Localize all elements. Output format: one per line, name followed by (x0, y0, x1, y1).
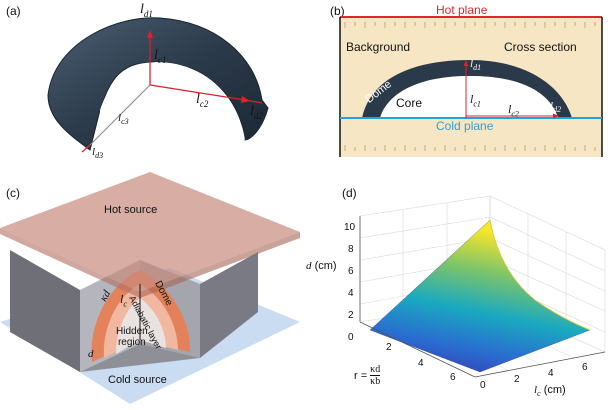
panel-c: (c) Hot source Dome Adiabatic layer κd l… (0, 172, 300, 410)
hot-source-plane (0, 172, 300, 292)
label-ld1-b: ld1 (470, 58, 482, 73)
lc2-arrowhead-b (553, 113, 559, 119)
panel-c-label: (c) (6, 186, 20, 200)
label-lc3: lc3 (118, 112, 129, 127)
hot-plane-label: Hot plane (436, 3, 488, 17)
ld3-tick (81, 144, 91, 153)
label-lc2: lc2 (196, 92, 209, 109)
y-axis-label: r = κd κb (354, 364, 381, 387)
ld2-tick (244, 99, 263, 104)
block-left-face (10, 250, 80, 372)
ztick-0: 0 (348, 332, 354, 343)
label-ld2: ld2 (250, 104, 263, 121)
lc2-axis (149, 84, 246, 101)
panel-d-label: (d) (342, 186, 357, 200)
cross-section-figure (339, 16, 603, 157)
top-ruler (344, 22, 596, 28)
label-lc2-b: lc2 (508, 102, 519, 119)
label-ld3: ld3 (92, 146, 104, 161)
hidden-region-label: Hidden region (116, 326, 148, 348)
panel-a: (a) ld1 lc1 lc2 ld2 lc3 ld3 (0, 0, 310, 170)
background-label: Background (346, 40, 411, 54)
y-axis (359, 321, 476, 378)
hot-source-edge (0, 228, 140, 298)
ztick-10: 10 (344, 222, 356, 233)
lc3-axis (89, 84, 151, 146)
cross-section-label: Cross section (504, 40, 577, 54)
hidden-line-1: Hidden (116, 326, 148, 337)
core-label: Core (396, 96, 423, 110)
dome-cross-section (362, 60, 572, 118)
cutaway-figure (0, 172, 300, 404)
label-lc-c: lc (120, 292, 127, 309)
x-axis-label: lc (cm) (534, 384, 566, 399)
cold-source-label: Cold source (108, 374, 167, 386)
arrowhead-up (147, 30, 153, 38)
xtick-6: 6 (582, 362, 588, 373)
panel-b-label: (b) (330, 4, 345, 18)
hot-source-label: Hot source (104, 204, 158, 216)
dome-cavity (100, 62, 245, 150)
hidden-region (116, 298, 166, 354)
label-ld1: ld1 (140, 2, 153, 19)
label-d-c: d (88, 348, 94, 360)
ytick-4: 4 (418, 358, 424, 369)
hot-source-edge-right (140, 232, 300, 298)
label-lc1-b: lc1 (470, 92, 481, 109)
x-axis (474, 351, 606, 378)
panel-b: (b) (310, 0, 615, 170)
panel-d: (d) (300, 172, 615, 410)
surface-plot (359, 195, 606, 378)
ytick-6: 6 (450, 372, 456, 383)
bottom-ruler (344, 145, 596, 151)
xtick-0: 0 (480, 380, 486, 391)
z-axis-label: d (cm) (306, 260, 337, 272)
ztick-2: 2 (348, 310, 354, 321)
ytick-2: 2 (386, 342, 392, 353)
lc1-arrowhead-b (463, 60, 469, 66)
xtick-2: 2 (514, 374, 520, 385)
label-ld2-b: ld2 (550, 100, 562, 115)
core-region (380, 76, 558, 118)
y-axis-fraction: κd κb (370, 364, 381, 387)
ztick-4: 4 (348, 288, 354, 299)
panel-a-label: (a) (6, 4, 21, 18)
label-lc1: lc1 (154, 48, 167, 65)
ztick-8: 8 (348, 244, 354, 255)
block-right-face (200, 252, 258, 358)
cold-plane-label: Cold plane (436, 119, 494, 133)
hidden-line-2: region (117, 337, 146, 348)
ztick-6: 6 (348, 266, 354, 277)
dome-3d-figure (47, 17, 269, 153)
xtick-4: 4 (548, 368, 554, 379)
surface-ridge (489, 219, 591, 331)
